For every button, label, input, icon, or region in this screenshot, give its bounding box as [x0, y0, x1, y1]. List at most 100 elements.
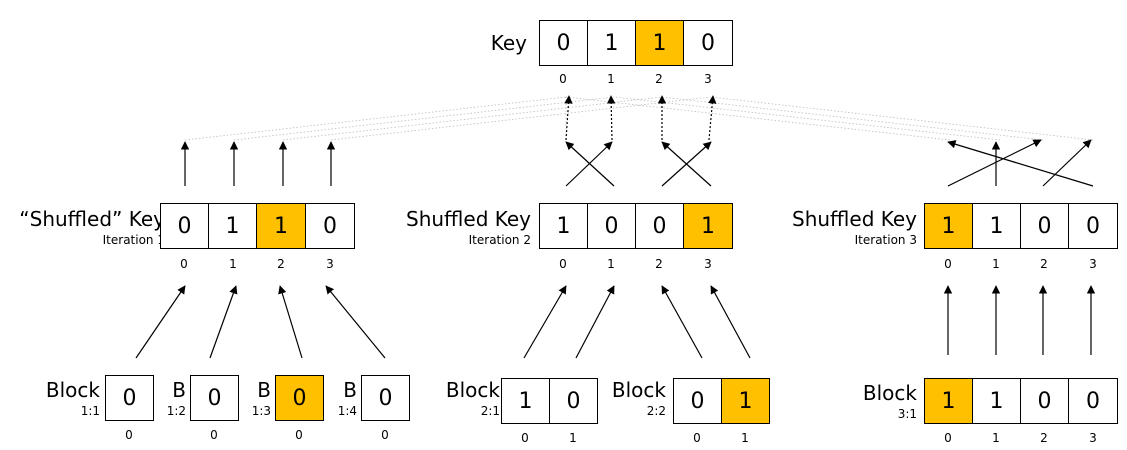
block-index: 0: [521, 431, 529, 445]
iteration-2-cross-arrow: [565, 141, 613, 187]
iteration-2-cross-arrow: [565, 141, 615, 187]
key-dashed-arrow: [708, 95, 717, 141]
block-2-1-prefix: Block: [445, 378, 500, 402]
iteration-1-index: 0: [180, 257, 188, 271]
key-cell: 1: [635, 20, 684, 66]
block-index: 0: [295, 428, 303, 442]
block-2-2-id: 2:2: [646, 404, 666, 418]
iteration-3-cell: 0: [1068, 203, 1118, 249]
block-cell: 0: [105, 375, 154, 421]
block-arrow: [710, 285, 751, 359]
iteration-3-cell: 1: [924, 203, 973, 249]
guide-line: [613, 96, 1001, 141]
block-cell: 1: [501, 378, 550, 424]
iteration-3-title: Shuffled Key: [792, 207, 917, 231]
block-index: 0: [693, 431, 701, 445]
iteration-3-cell: 1: [972, 203, 1021, 249]
block-1-3-prefix: B: [257, 378, 271, 402]
block-cell: 1: [721, 378, 770, 424]
iteration-2-cell: 1: [683, 203, 733, 249]
iteration-2-cell: 1: [539, 203, 588, 249]
block-arrow: [278, 285, 303, 359]
block-1-1-id: 1:1: [80, 404, 100, 418]
block-2-2-prefix: Block: [611, 378, 666, 402]
iteration-2-subtitle: Iteration 2: [468, 233, 531, 247]
block-cell: 1: [924, 378, 973, 424]
block-index: 0: [944, 431, 952, 445]
key-cell: 0: [683, 20, 733, 66]
guide-line: [565, 96, 951, 141]
block-arrow: [209, 285, 238, 359]
block-arrow: [575, 285, 615, 359]
block-index: 2: [1040, 431, 1048, 445]
guide-line: [330, 96, 712, 141]
iteration-2-index: 1: [607, 257, 615, 271]
iteration-1-cell: 0: [160, 203, 209, 249]
block-1-2-id: 1:2: [166, 404, 186, 418]
iteration-3-index: 2: [1040, 257, 1048, 271]
block-1-4-prefix: B: [343, 378, 357, 402]
block-1-2-prefix: B: [172, 378, 186, 402]
block-3-1-prefix: Block: [862, 381, 917, 405]
block-cell: 0: [673, 378, 722, 424]
iteration-1-subtitle: Iteration 1: [102, 233, 165, 247]
iteration-3-arrow: [1042, 139, 1092, 187]
block-arrow: [135, 285, 186, 359]
block-arrow: [325, 285, 386, 359]
block-index: 0: [381, 428, 389, 442]
key-label: Key: [490, 31, 527, 55]
iteration-2-index: 2: [655, 257, 663, 271]
block-index: 1: [992, 431, 1000, 445]
key-index: 1: [607, 72, 615, 86]
iteration-3-arrow: [947, 139, 1042, 187]
key-cell: 0: [539, 20, 588, 66]
iteration-3-index: 0: [944, 257, 952, 271]
block-cell: 0: [1020, 378, 1069, 424]
block-1-4-id: 1:4: [337, 404, 357, 418]
block-index: 1: [741, 431, 749, 445]
block-1-3-id: 1:3: [251, 404, 271, 418]
iteration-1-index: 3: [326, 257, 334, 271]
guide-line: [710, 96, 1094, 141]
guide-line: [184, 96, 567, 141]
block-cell: 0: [190, 375, 239, 421]
iteration-2-cross-arrow: [661, 141, 712, 187]
iteration-3-subtitle: Iteration 3: [854, 233, 917, 247]
iteration-3-index: 3: [1089, 257, 1097, 271]
guide-line: [233, 96, 615, 141]
iteration-1-title: “Shuffled” Key: [19, 207, 165, 231]
block-arrow: [661, 285, 703, 359]
iteration-2-cell: 0: [635, 203, 684, 249]
block-index: 1: [569, 431, 577, 445]
key-index: 0: [559, 72, 567, 86]
iteration-1-index: 1: [229, 257, 237, 271]
iteration-3-arrow: [947, 140, 1094, 187]
block-index: 0: [210, 428, 218, 442]
iteration-1-cell: 0: [305, 203, 355, 249]
block-index: 0: [125, 428, 133, 442]
iteration-1-cell: 1: [256, 203, 306, 249]
block-3-1-id: 3:1: [897, 407, 917, 421]
iteration-2-cell: 0: [587, 203, 636, 249]
block-2-1-id: 2:1: [480, 404, 500, 418]
key-dashed-arrow: [606, 95, 616, 141]
block-1-1-prefix: Block: [45, 378, 100, 402]
iteration-2-title: Shuffled Key: [406, 207, 531, 231]
block-cell: 0: [549, 378, 598, 424]
guide-line: [661, 96, 1044, 141]
block-arrow: [523, 285, 567, 359]
guide-line: [282, 96, 663, 141]
key-index: 2: [655, 72, 663, 86]
iteration-1-cell: 1: [208, 203, 257, 249]
block-index: 3: [1089, 431, 1097, 445]
block-cell: 0: [275, 375, 324, 421]
iteration-3-cell: 0: [1020, 203, 1069, 249]
key-cell: 1: [587, 20, 636, 66]
iteration-3-index: 1: [992, 257, 1000, 271]
key-index: 3: [704, 72, 712, 86]
iteration-1-index: 2: [277, 257, 285, 271]
iteration-2-index: 0: [559, 257, 567, 271]
iteration-2-index: 3: [704, 257, 712, 271]
